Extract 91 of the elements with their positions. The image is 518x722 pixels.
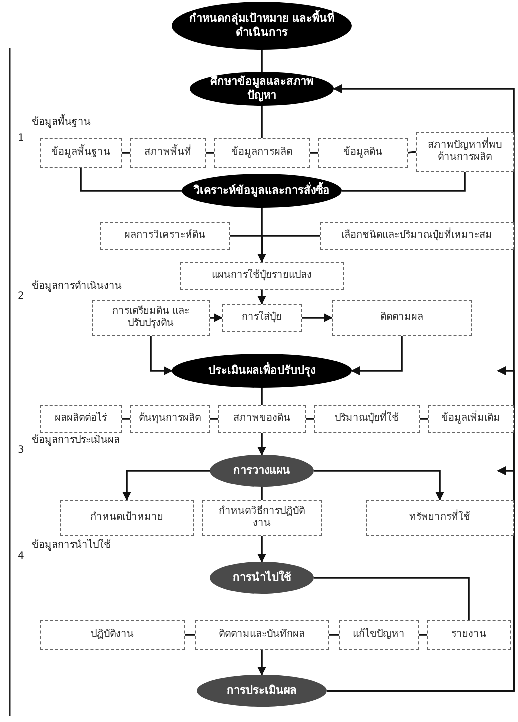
process-box <box>332 300 472 336</box>
connector-line <box>261 235 320 262</box>
connector-line <box>314 577 470 620</box>
node-label: การใส่ปุ๋ย <box>242 312 282 324</box>
node-label: รายงาน <box>452 628 486 642</box>
connector-line <box>80 168 182 192</box>
arrow <box>258 208 266 263</box>
process-box <box>318 138 408 168</box>
node-label: สภาพของดิน <box>234 412 290 426</box>
node-label: ข้อมูลพื้นฐาน <box>52 146 110 160</box>
connector-line <box>210 418 218 420</box>
connector-line <box>419 634 427 636</box>
node-label: แก้ไขปัญหา <box>353 628 405 642</box>
process-box <box>222 304 302 332</box>
connector-line <box>420 418 428 420</box>
process-box <box>314 405 420 433</box>
section-label: ข้อมูลการดำเนินงาน <box>32 282 122 292</box>
node-label: ปริมาณปุ๋ยที่ใช้ <box>335 412 399 426</box>
node-label: แผนการใช้ปุ๋ยรายแปลง <box>212 270 312 282</box>
node-label: ประเมินผลเพื่อปรับปรุง <box>208 364 316 378</box>
arrow <box>210 314 223 322</box>
node-label: เลือกชนิดและปริมาณปุ๋ยที่เหมาะสม <box>342 230 492 242</box>
connector-line <box>261 106 263 138</box>
connector-line <box>329 634 339 636</box>
process-box <box>427 620 511 650</box>
connector-line <box>122 418 130 420</box>
process-box <box>60 500 194 536</box>
process-box <box>180 262 344 290</box>
arrow <box>122 470 210 501</box>
node-label: สภาพพื้นที่ <box>144 146 192 160</box>
arrow <box>258 290 266 305</box>
process-box <box>218 405 306 433</box>
section-number: 4 <box>18 552 24 562</box>
node-label: กำหนดวิธีการปฏิบัติงาน <box>218 506 306 530</box>
connector-line <box>261 50 263 72</box>
section-number: 2 <box>18 292 24 302</box>
section-label: ข้อมูลการนำไปใช้ <box>32 541 111 551</box>
process-box <box>366 500 514 536</box>
node-label: ต้นทุนการผลิต <box>139 412 201 426</box>
node-label: สภาพปัญหาที่พบ ด้านการผลิต <box>427 140 503 164</box>
node-label: วิเคราะห์ข้อมูลและการสั่งซื้อ <box>194 184 330 198</box>
process-box <box>214 138 310 168</box>
connector-line <box>206 152 214 154</box>
connector-line <box>261 388 263 405</box>
arrow <box>258 536 266 563</box>
arrow <box>314 470 444 501</box>
node-label: ผลการวิเคราะห์ดิน <box>124 230 206 242</box>
arrow <box>258 433 266 456</box>
node-label: การเตรียมดิน และปรับปรุงดิน <box>111 306 191 330</box>
node-label: ข้อมูลดิน <box>344 146 382 160</box>
arrow <box>327 466 515 692</box>
arrow <box>302 314 333 322</box>
arrow <box>258 650 266 676</box>
process-box <box>416 132 514 172</box>
process-box <box>40 620 185 650</box>
process-box <box>320 222 514 250</box>
connector-line <box>408 151 416 154</box>
arrow <box>351 336 403 376</box>
node-label: กำหนดเป้าหมาย <box>90 512 164 524</box>
section-label: ข้อมูลการประเมินผล <box>32 436 120 446</box>
node-label: ติดตามและบันทึกผล <box>219 628 305 642</box>
process-box <box>130 405 210 433</box>
node-label: การนำไปใช้ <box>233 571 291 585</box>
process-box <box>92 300 210 336</box>
process-box <box>428 405 514 433</box>
connector-line <box>342 172 466 192</box>
connector-line <box>306 418 314 420</box>
process-box <box>195 620 329 650</box>
section-number: 3 <box>18 446 24 456</box>
node-label: กำหนดกลุ่มเป้าหมาย และพื้นที่ดำเนินการ <box>188 12 336 40</box>
process-box <box>40 138 122 168</box>
node-label: ทรัพยากรที่ใช้ <box>410 512 470 524</box>
process-box <box>100 222 230 250</box>
connector-line <box>310 152 318 154</box>
connector-line <box>122 152 130 154</box>
node-label: ติดตามผล <box>380 312 424 324</box>
connector-line <box>261 487 263 500</box>
process-box <box>339 620 419 650</box>
section-number: 1 <box>18 134 24 144</box>
node-label: ข้อมูลการผลิต <box>232 146 292 160</box>
process-box <box>202 500 322 536</box>
connector-line <box>185 634 195 636</box>
node-label: ปฏิบัติงาน <box>91 628 134 642</box>
node-label: การวางแผน <box>234 464 290 478</box>
node-label: ศึกษาข้อมูลและสภาพปัญหา <box>210 75 314 103</box>
node-label: การประเมินผล <box>227 684 297 698</box>
process-box <box>40 405 122 433</box>
process-box <box>130 138 206 168</box>
node-label: ผลผลิตต่อไร่ <box>55 412 107 426</box>
node-label: ข้อมูลเพิ่มเติม <box>442 412 500 426</box>
arrow <box>150 336 173 376</box>
